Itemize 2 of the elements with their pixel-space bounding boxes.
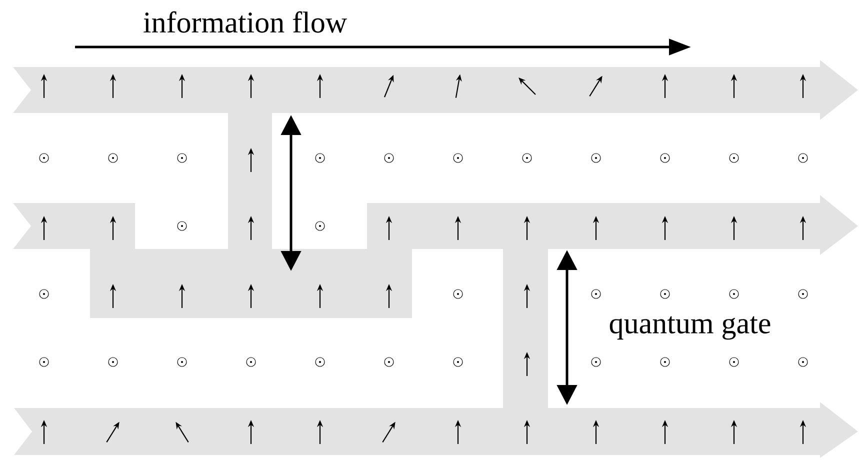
label-text: quantum gate [610, 316, 770, 340]
label-text: information flow [144, 11, 347, 33]
